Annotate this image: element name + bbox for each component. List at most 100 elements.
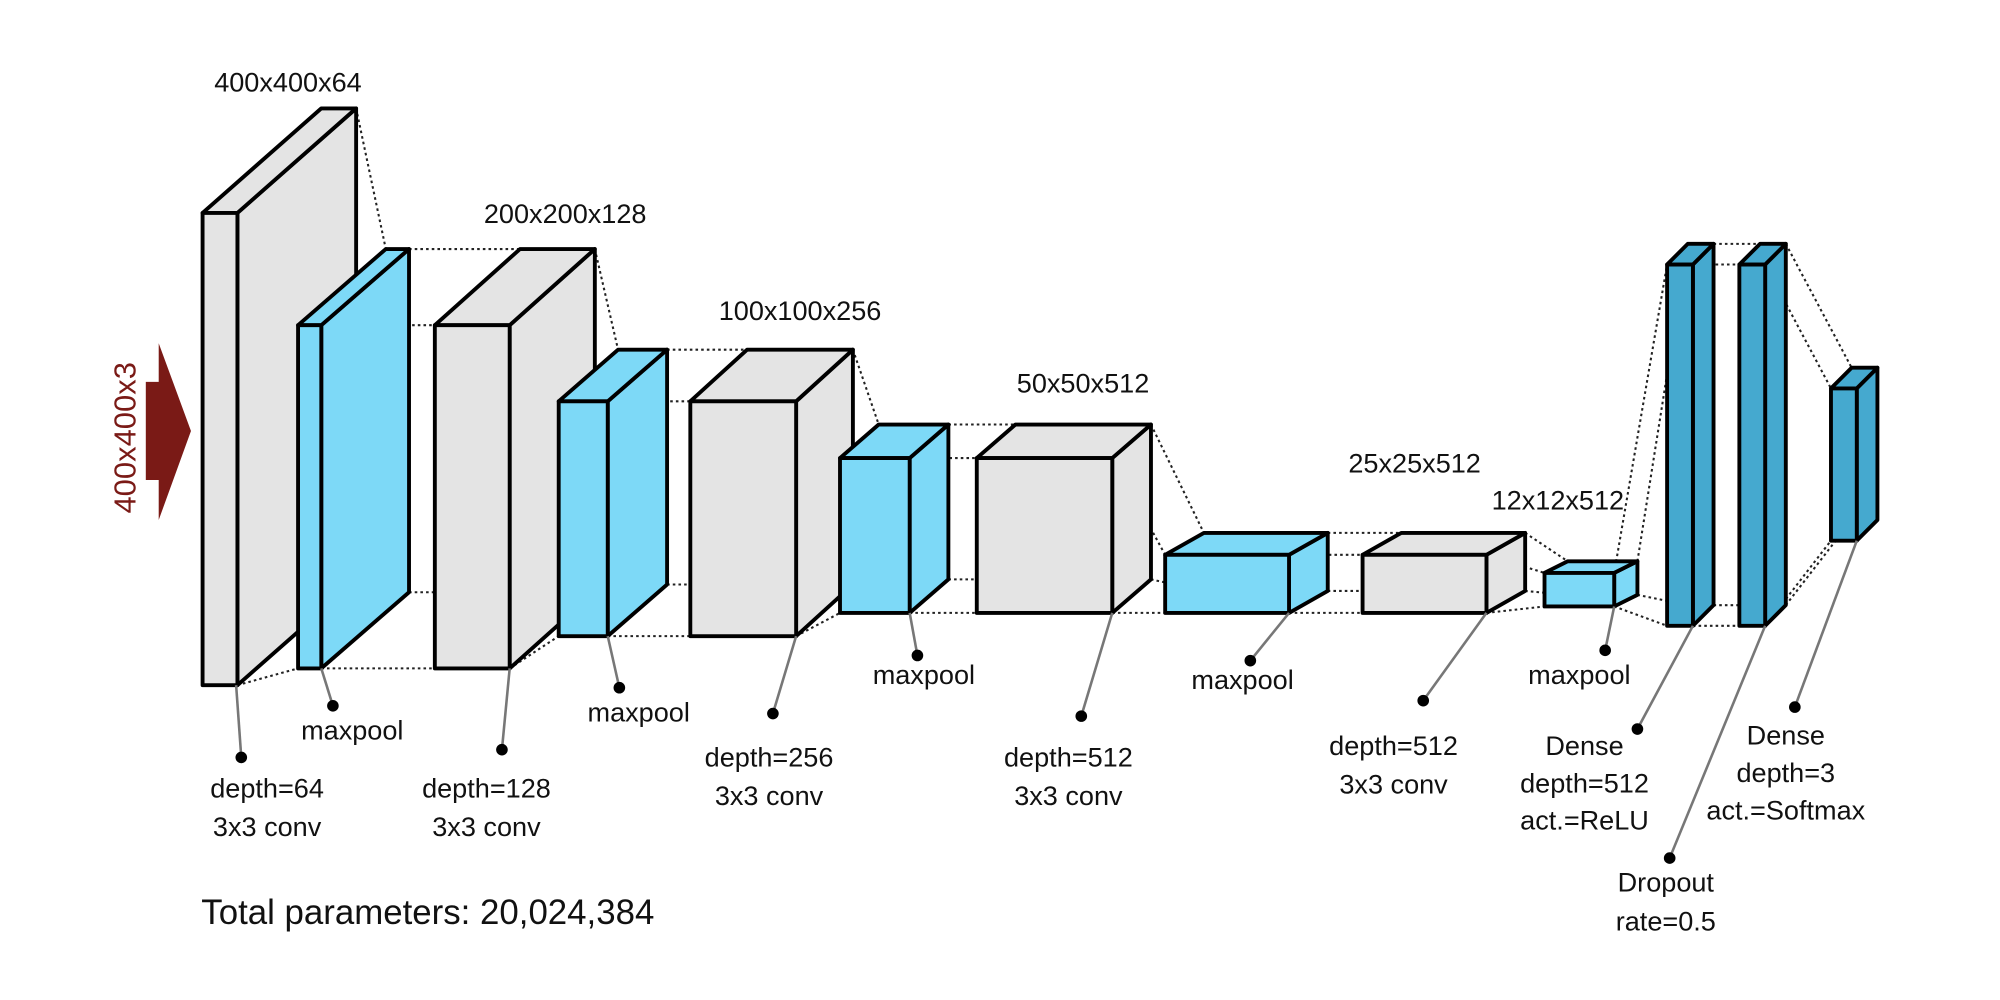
layer-caption-conv2: depth=128 3x3 conv xyxy=(422,772,551,842)
layer-block-dense xyxy=(1829,365,1880,543)
svg-text:depth=256: depth=256 xyxy=(705,741,834,772)
layer-block-conv xyxy=(1360,530,1528,615)
leader-line xyxy=(1668,625,1767,859)
svg-text:depth=512: depth=512 xyxy=(1329,730,1458,761)
layer-caption-pool5: maxpool xyxy=(1528,659,1630,690)
block-front-face xyxy=(1665,262,1695,628)
leader-dot xyxy=(1663,852,1676,864)
leader-line xyxy=(771,635,798,714)
input-shape-label: 400x400x3 xyxy=(107,362,142,513)
svg-text:3x3 conv: 3x3 conv xyxy=(432,811,541,842)
layer-caption-conv1: depth=64 3x3 conv xyxy=(210,772,324,842)
input-arrow-icon xyxy=(145,343,191,520)
leader-dot xyxy=(1599,644,1611,657)
leader-line xyxy=(1603,606,1616,651)
block-front-face xyxy=(1360,552,1489,615)
leader-line xyxy=(320,668,335,707)
svg-text:depth=128: depth=128 xyxy=(422,772,551,803)
dim-label-6: 12x12x512 xyxy=(1492,485,1625,516)
block-front-face xyxy=(688,399,799,639)
connection-line xyxy=(509,635,560,670)
block-front-face xyxy=(1163,552,1291,615)
layer-caption-pool1: maxpool xyxy=(301,714,403,745)
leader-line xyxy=(1793,540,1858,708)
svg-text:act.=Softmax: act.=Softmax xyxy=(1706,794,1865,825)
connection-line xyxy=(1613,605,1668,627)
svg-text:Dropout: Dropout xyxy=(1618,867,1715,898)
leader-dot xyxy=(235,751,248,764)
layer-block-conv xyxy=(688,347,855,639)
connection-line xyxy=(237,667,299,687)
svg-text:Dense: Dense xyxy=(1545,730,1623,761)
svg-text:maxpool: maxpool xyxy=(301,714,403,745)
leader-line xyxy=(908,612,919,656)
block-front-face xyxy=(1737,262,1768,628)
total-parameters-label: Total parameters: 20,024,384 xyxy=(201,893,654,932)
leader-dot xyxy=(911,649,924,662)
layer-blocks xyxy=(200,106,1880,688)
svg-text:Dense: Dense xyxy=(1747,720,1825,751)
svg-text:3x3 conv: 3x3 conv xyxy=(715,780,824,811)
layer-caption-dense1: Dense depth=512 act.=ReLU xyxy=(1520,730,1649,836)
connection-line xyxy=(1524,532,1569,563)
layer-caption-dense2: Dense depth=3 act.=Softmax xyxy=(1706,720,1865,826)
svg-text:maxpool: maxpool xyxy=(1191,664,1293,695)
layer-caption-conv4: depth=512 3x3 conv xyxy=(1004,741,1133,811)
layer-block-maxpool xyxy=(838,422,951,615)
block-front-face xyxy=(1542,570,1617,609)
leader-line xyxy=(1636,625,1695,730)
leader-line xyxy=(606,635,621,689)
svg-text:3x3 conv: 3x3 conv xyxy=(1014,780,1123,811)
dim-label-5: 25x25x512 xyxy=(1348,447,1481,478)
leader-dot xyxy=(767,707,779,720)
layer-caption-conv3: depth=256 3x3 conv xyxy=(705,741,834,811)
layer-block-maxpool xyxy=(1163,530,1330,615)
leader-line xyxy=(500,668,511,750)
block-side-face xyxy=(1763,241,1788,628)
connection-line xyxy=(851,349,880,425)
block-front-face xyxy=(296,323,324,671)
svg-text:depth=3: depth=3 xyxy=(1736,757,1835,788)
svg-text:3x3 conv: 3x3 conv xyxy=(213,811,322,842)
layer-caption-pool3: maxpool xyxy=(873,659,975,690)
svg-text:depth=512: depth=512 xyxy=(1520,767,1649,798)
svg-text:3x3 conv: 3x3 conv xyxy=(1339,769,1448,800)
connection-line xyxy=(795,611,841,638)
block-front-face xyxy=(556,399,610,639)
svg-text:rate=0.5: rate=0.5 xyxy=(1616,905,1716,936)
leader-line xyxy=(1249,612,1291,662)
dim-label-3: 100x100x256 xyxy=(719,295,882,326)
svg-text:maxpool: maxpool xyxy=(588,696,690,727)
leader-lines xyxy=(234,540,1858,864)
layer-caption-pool4: maxpool xyxy=(1191,664,1293,695)
connection-line xyxy=(1784,519,1853,606)
svg-text:act.=ReLU: act.=ReLU xyxy=(1520,805,1649,836)
connection-line xyxy=(355,108,387,250)
dim-label-4: 50x50x512 xyxy=(1017,367,1150,398)
block-front-face xyxy=(1829,386,1859,543)
layer-block-dense xyxy=(1737,241,1788,628)
svg-text:maxpool: maxpool xyxy=(873,659,975,690)
block-front-face xyxy=(974,456,1115,615)
connection-line xyxy=(1150,424,1205,534)
block-side-face xyxy=(1690,241,1716,628)
dim-label-2: 200x200x128 xyxy=(484,198,647,229)
dim-label-1: 400x400x64 xyxy=(214,67,362,98)
leader-line xyxy=(1080,612,1114,717)
leader-dot xyxy=(327,700,339,712)
layer-block-dense xyxy=(1665,241,1716,628)
leader-line xyxy=(1422,612,1488,702)
layer-caption-conv5: depth=512 3x3 conv xyxy=(1329,730,1458,800)
leader-dot xyxy=(1417,694,1430,707)
layer-block-maxpool xyxy=(1542,559,1640,609)
svg-text:depth=512: depth=512 xyxy=(1004,741,1133,772)
leader-dot xyxy=(1631,723,1644,735)
leader-line xyxy=(234,685,243,758)
layer-caption-dropout: Dropout rate=0.5 xyxy=(1616,867,1716,937)
block-front-face xyxy=(432,323,512,671)
layer-block-conv xyxy=(974,422,1153,615)
block-front-face xyxy=(838,456,912,615)
block-front-face xyxy=(200,210,240,688)
connection-line xyxy=(1613,264,1669,574)
